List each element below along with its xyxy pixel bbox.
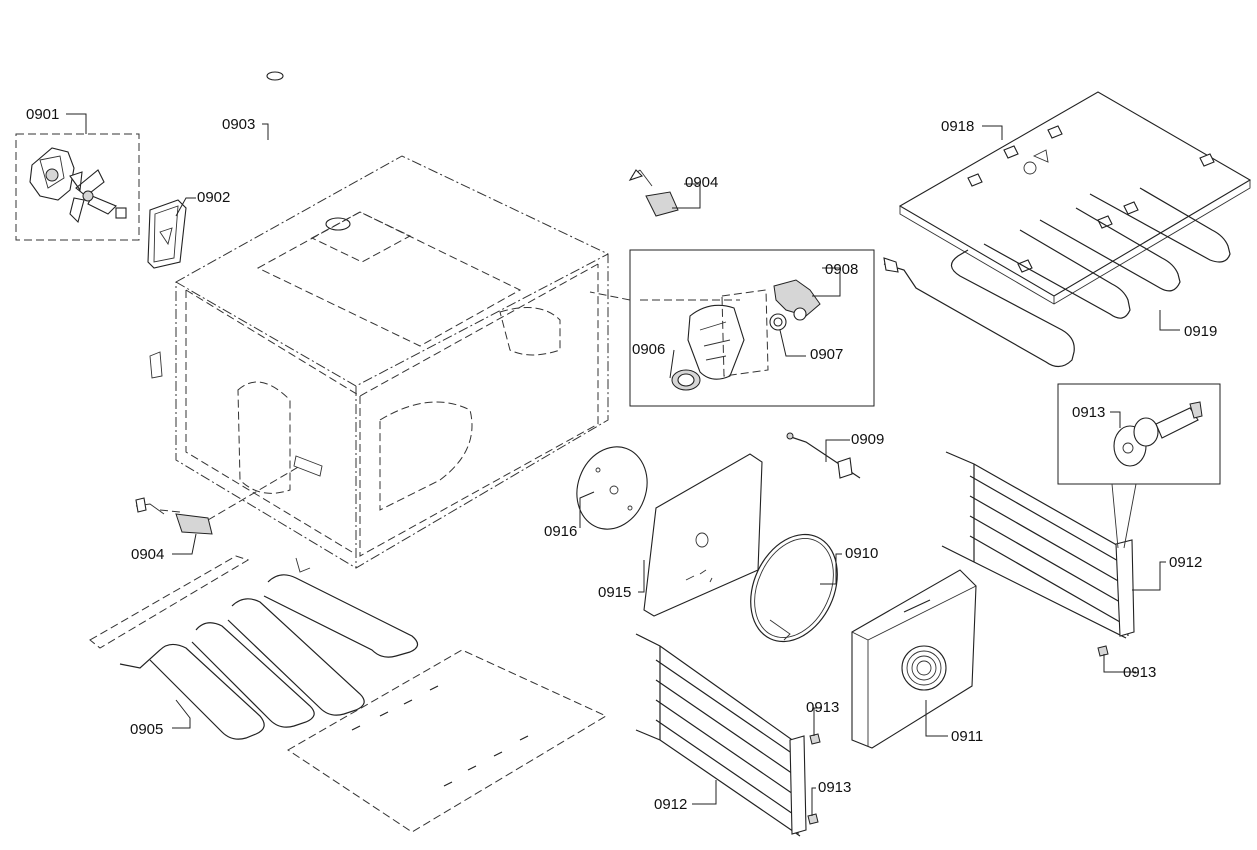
label-0919: 0919 xyxy=(1184,323,1217,340)
label-0913-lower-left: 0913 xyxy=(818,779,851,796)
label-0902: 0902 xyxy=(197,189,230,206)
rack-screw-detail[interactable] xyxy=(1113,401,1203,467)
label-0906: 0906 xyxy=(632,341,665,358)
label-0912-left: 0912 xyxy=(654,796,687,813)
label-0909: 0909 xyxy=(851,431,884,448)
label-0911: 0911 xyxy=(951,728,983,745)
label-0918: 0918 xyxy=(941,118,974,135)
label-0913-right: 0913 xyxy=(1123,664,1156,681)
rack-screw-b[interactable] xyxy=(807,813,819,825)
lower-heating-element[interactable] xyxy=(119,557,419,740)
label-0908: 0908 xyxy=(825,261,858,278)
vent-pipe[interactable] xyxy=(262,71,351,231)
temperature-sensor-top[interactable] xyxy=(628,169,679,217)
temperature-sensor-bottom[interactable] xyxy=(135,465,301,535)
rack-screw-a[interactable] xyxy=(809,733,821,745)
fan-motor-assembly[interactable] xyxy=(15,133,140,241)
label-0915: 0915 xyxy=(598,584,631,601)
rear-panel[interactable] xyxy=(643,453,763,617)
label-0916: 0916 xyxy=(544,523,577,540)
meat-probe-sensor[interactable] xyxy=(786,432,861,479)
rear-gasket-disc[interactable] xyxy=(566,437,659,539)
lamp-socket-detail-box xyxy=(589,249,875,407)
convection-ring-element[interactable] xyxy=(734,520,854,655)
side-rack-right[interactable] xyxy=(941,451,1135,639)
label-0904-top: 0904 xyxy=(685,174,718,191)
top-cover-plate[interactable] xyxy=(898,91,1252,305)
bottom-cover-plate xyxy=(89,555,608,833)
part-labels: 0901 0902 0903 0904 0904 0905 0906 0907 … xyxy=(26,106,1217,813)
leader-lines xyxy=(66,113,1180,816)
label-0905: 0905 xyxy=(130,721,163,738)
rack-screw-c[interactable] xyxy=(1097,645,1109,657)
label-0912-right: 0912 xyxy=(1169,554,1202,571)
convection-fan-cover[interactable] xyxy=(851,569,977,749)
label-0910: 0910 xyxy=(845,545,878,562)
oven-cavity xyxy=(149,155,609,569)
side-rack-left[interactable] xyxy=(635,633,807,837)
rack-screw-detail-box xyxy=(1057,383,1221,549)
label-0907: 0907 xyxy=(810,346,843,363)
lamp-socket-assembly[interactable] xyxy=(671,279,821,391)
label-0913-detail: 0913 xyxy=(1072,404,1105,421)
fan-mount-plate[interactable] xyxy=(147,199,187,269)
label-0904-bottom: 0904 xyxy=(131,546,164,563)
label-0901: 0901 xyxy=(26,106,59,123)
label-0913-upper-left: 0913 xyxy=(806,699,839,716)
label-0903: 0903 xyxy=(222,116,255,133)
upper-heating-element[interactable] xyxy=(883,187,1231,368)
